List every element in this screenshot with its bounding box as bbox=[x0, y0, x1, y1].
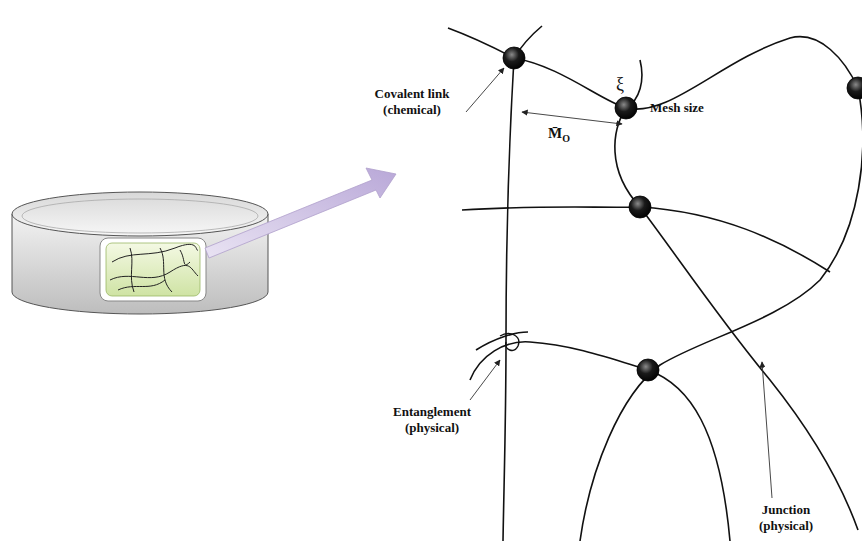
polymer-chains bbox=[448, 26, 862, 541]
mesh-size-symbol: ξ bbox=[608, 74, 632, 96]
crosslink-dots bbox=[503, 47, 862, 381]
leader-lines bbox=[466, 68, 772, 498]
zoom-arrow bbox=[205, 168, 396, 258]
chain-mass-symbol: M̄O bbox=[534, 124, 584, 145]
entanglement-label: Entanglement (physical) bbox=[372, 404, 492, 435]
gel-sample bbox=[100, 238, 206, 301]
mesh-size-label: Mesh size bbox=[632, 100, 722, 116]
junction-label: Junction (physical) bbox=[738, 502, 834, 533]
petri-dish bbox=[12, 192, 268, 314]
entanglement-loop bbox=[500, 334, 519, 351]
covalent-link-label: Covalent link (chemical) bbox=[356, 86, 468, 117]
